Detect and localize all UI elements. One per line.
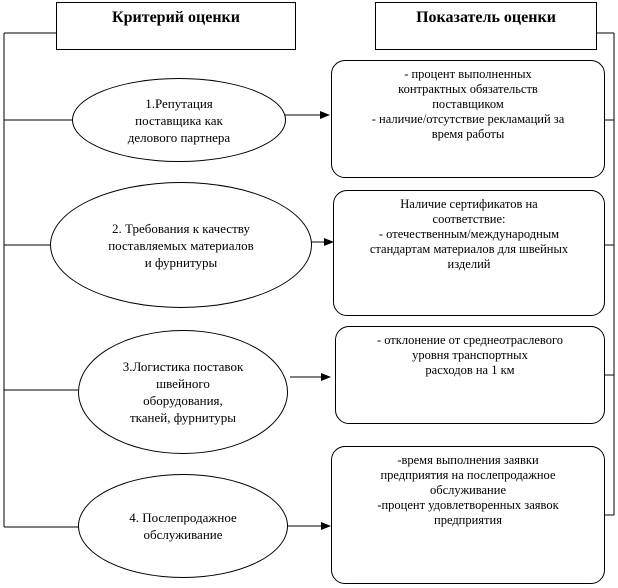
indicators-header: Показатель оценки [375, 2, 597, 50]
criterion-ellipse-3: 3.Логистика поставок швейного оборудован… [78, 330, 288, 454]
indicator-text-1: - процент выполненных контрактных обязат… [371, 67, 565, 141]
indicator-box-4: -время выполнения заявки предприятия на … [331, 446, 605, 584]
indicators-header-label: Показатель оценки [416, 9, 556, 26]
indicator-box-2: Наличие сертификатов на соответствие: - … [333, 190, 605, 316]
criterion-label-4: 4. Послепродажное обслуживание [129, 510, 237, 542]
criteria-header-label: Критерий оценки [112, 9, 240, 26]
criteria-header: Критерий оценки [56, 2, 296, 50]
criterion-label-3: 3.Логистика поставок швейного оборудован… [122, 359, 244, 425]
criterion-label-1: 1.Репутация поставщика как делового парт… [127, 95, 231, 145]
criterion-ellipse-2: 2. Требования к качеству поставляемых ма… [50, 182, 312, 308]
indicator-box-3: - отклонение от среднеотраслевого уровня… [335, 326, 605, 424]
criterion-ellipse-4: 4. Послепродажное обслуживание [78, 474, 288, 578]
indicator-box-1: - процент выполненных контрактных обязат… [331, 60, 605, 178]
criterion-label-2: 2. Требования к качеству поставляемых ма… [108, 220, 254, 270]
criterion-ellipse-1: 1.Репутация поставщика как делового парт… [72, 78, 286, 162]
indicator-text-2: Наличие сертификатов на соответствие: - … [369, 197, 569, 271]
indicator-text-3: - отклонение от среднеотраслевого уровня… [376, 333, 564, 377]
indicator-text-4: -время выполнения заявки предприятия на … [377, 453, 559, 527]
